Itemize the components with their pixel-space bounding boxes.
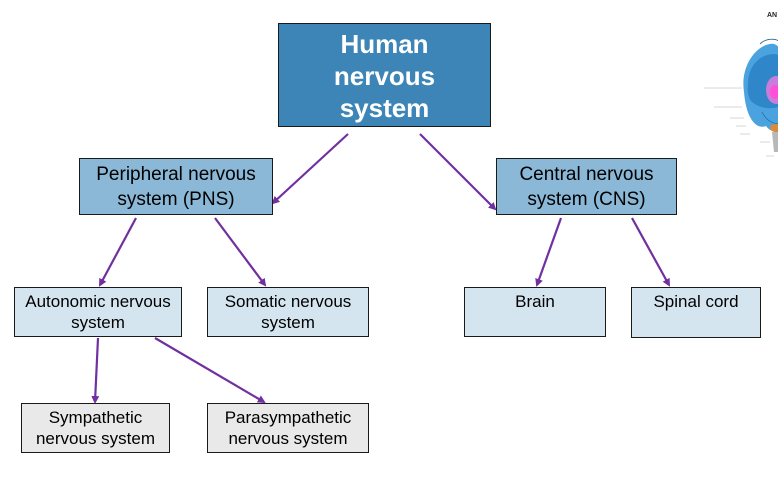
node-parasympathetic-nervous-system: Parasympathetic nervous system [207, 403, 369, 453]
node-parasympathetic-label: Parasympathetic nervous system [224, 408, 352, 448]
arrow-pns-to-somatic [214, 217, 267, 287]
node-autonomic-label: Autonomic nervous system [25, 292, 171, 332]
node-brain: Brain [464, 287, 606, 337]
node-spinal-cord-label: Spinal cord [653, 292, 739, 311]
node-pns-label: Peripheral nervous system (PNS) [96, 163, 256, 210]
node-autonomic-nervous-system: Autonomic nervous system [14, 287, 182, 337]
node-sympathetic-nervous-system: Sympathetic nervous system [21, 403, 170, 453]
arrow-pns-to-autonomic [99, 217, 137, 287]
brain-illustration-icon [704, 38, 778, 157]
brain-anatomy-image: AN [700, 0, 778, 170]
arrow-cns-to-brain [535, 217, 563, 287]
brain-image-title: AN [767, 12, 778, 19]
node-root-label: Human nervous system [333, 29, 436, 123]
node-human-nervous-system: Human nervous system [278, 23, 491, 127]
arrow-root-to-pns [271, 133, 349, 205]
arrow-cns-to-spinal-cord [631, 217, 670, 287]
node-spinal-cord: Spinal cord [631, 287, 761, 338]
node-brain-label: Brain [515, 292, 555, 311]
node-cns-label: Central nervous system (CNS) [519, 163, 654, 210]
node-sympathetic-label: Sympathetic nervous system [35, 408, 156, 448]
node-peripheral-nervous-system: Peripheral nervous system (PNS) [79, 158, 273, 215]
arrow-autonomic-to-sympathetic [91, 337, 100, 404]
node-somatic-nervous-system: Somatic nervous system [207, 287, 369, 337]
arrow-autonomic-to-parasympathetic [154, 337, 266, 404]
node-somatic-label: Somatic nervous system [224, 292, 352, 332]
arrow-root-to-cns [419, 133, 497, 211]
node-central-nervous-system: Central nervous system (CNS) [496, 158, 677, 215]
